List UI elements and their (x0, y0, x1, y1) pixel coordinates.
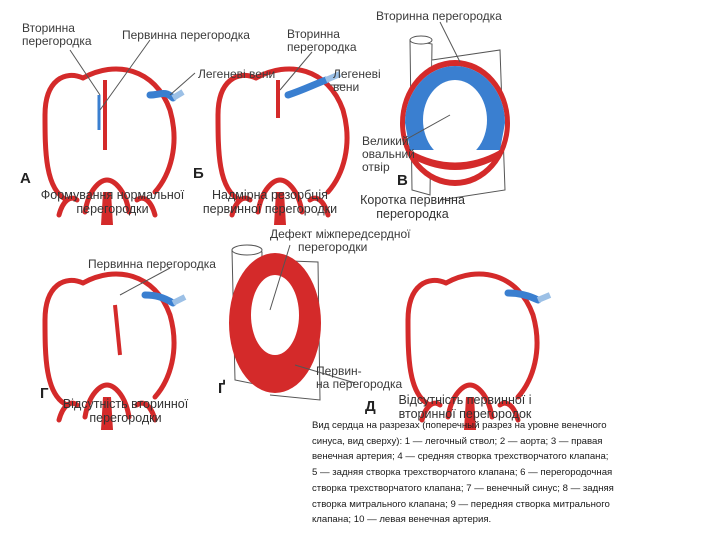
septum-panel-g2 (229, 244, 321, 401)
figure-note: Вид сердца на разрезах (поперечный разре… (312, 420, 614, 526)
label-primary-septum-a: Первинна перегородка (122, 28, 250, 42)
heart-panel-g (45, 274, 187, 430)
panel-letter-d: Д (365, 398, 376, 415)
heart-panel-d (408, 274, 552, 430)
label-pulmonary-veins-a: Легеневі вени (198, 67, 276, 81)
leader-lines (69, 21, 461, 384)
septum-panel-v (400, 35, 510, 201)
heart-panel-a (45, 69, 185, 225)
label-primary-septum-g2: Первин-на перегородка (316, 364, 403, 391)
panel-letter-g: Г (40, 385, 49, 402)
panel-letter-b: Б (193, 165, 204, 182)
panel-letter-a: А (20, 170, 31, 187)
label-primary-septum-g: Первинна перегородка (88, 257, 216, 271)
label-secondary-septum-v: Вторинна перегородка (376, 9, 502, 23)
panel-letter-v: В (397, 172, 408, 189)
heart-panel-b (218, 69, 347, 225)
panel-letter-g2: Ґ (218, 380, 226, 397)
